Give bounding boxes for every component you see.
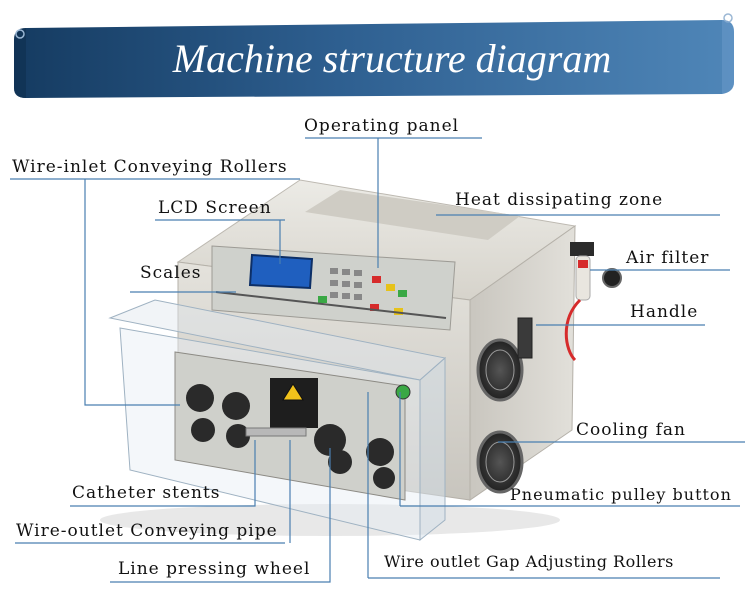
label-gap-rollers: Wire outlet Gap Adjusting Rollers <box>384 552 674 571</box>
label-cooling-fan: Cooling fan <box>576 420 686 440</box>
feed-mechanism <box>174 351 411 501</box>
label-catheter-stents: Catheter stents <box>72 483 221 503</box>
cooling-fans <box>476 338 524 494</box>
title-banner: Machine structure diagram <box>14 13 734 98</box>
banner-title: Machine structure diagram <box>172 36 611 81</box>
heat-vents <box>305 190 520 240</box>
lcd-screen <box>248 253 314 290</box>
label-line-pressing-wheel: Line pressing wheel <box>118 559 311 579</box>
keypad <box>318 268 407 315</box>
air-filter <box>564 242 622 362</box>
label-wire-outlet-pipe: Wire-outlet Conveying pipe <box>16 521 278 541</box>
handle <box>517 317 533 359</box>
label-wire-inlet-rollers: Wire-inlet Conveying Rollers <box>12 157 288 177</box>
label-pneumatic-button: Pneumatic pulley button <box>510 485 732 504</box>
label-handle: Handle <box>630 302 699 322</box>
label-air-filter: Air filter <box>626 248 710 268</box>
leader-lines <box>10 137 745 583</box>
machine-illustration <box>100 179 622 542</box>
label-lcd-screen: LCD Screen <box>158 198 272 218</box>
label-operating-panel: Operating panel <box>304 116 460 136</box>
label-scales: Scales <box>140 263 202 283</box>
label-heat-zone: Heat dissipating zone <box>455 190 664 210</box>
